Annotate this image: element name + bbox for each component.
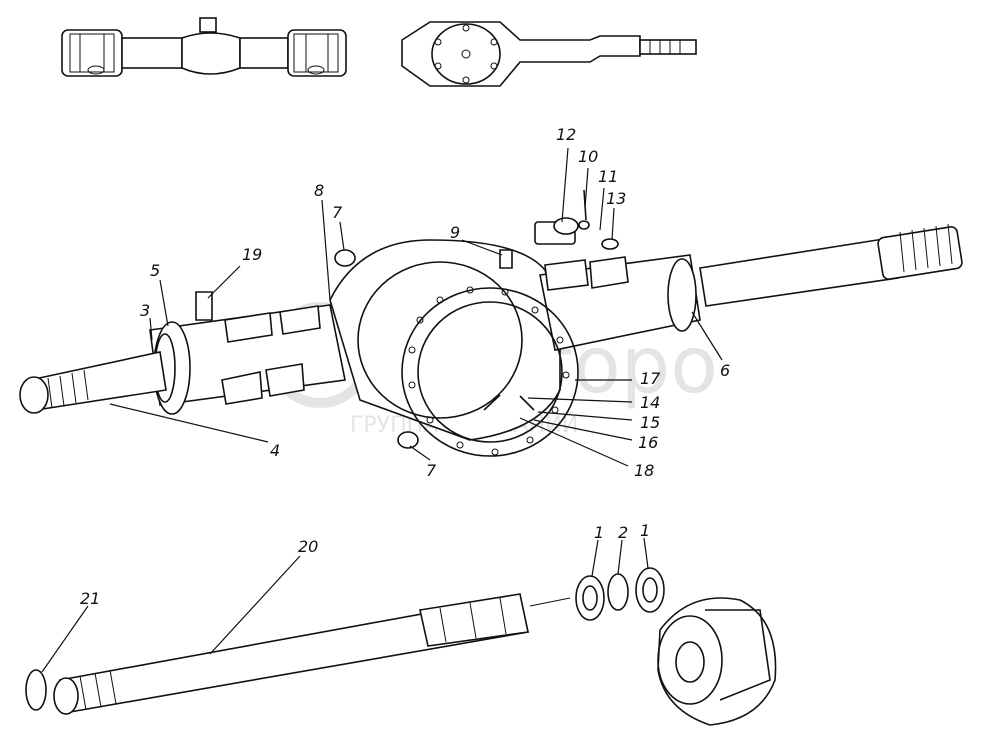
callout-11: 11 — [598, 167, 618, 186]
callout-21: 21 — [80, 589, 100, 608]
callout-2: 2 — [618, 523, 628, 542]
callout-7-top: 7 — [332, 203, 343, 222]
callout-12: 12 — [556, 125, 576, 144]
callout-5: 5 — [150, 261, 160, 280]
snap-ring — [25, 669, 47, 711]
axle-top-view-thumbnail — [401, 21, 697, 87]
axle-front-view-thumbnail — [61, 17, 347, 77]
callout-13: 13 — [606, 189, 626, 208]
callout-15: 15 — [640, 413, 660, 432]
callout-10: 10 — [578, 147, 598, 166]
callout-19: 19 — [242, 245, 262, 264]
half-shaft — [25, 593, 571, 715]
callout-1-right: 1 — [640, 521, 650, 540]
callout-6: 6 — [720, 361, 730, 380]
callout-16: 16 — [638, 433, 658, 452]
callout-17: 17 — [640, 369, 661, 388]
axle-housing — [19, 189, 963, 457]
differential-case — [657, 597, 777, 726]
cover-bolt-holes — [408, 286, 570, 456]
callout-14: 14 — [640, 393, 660, 412]
callout-3: 3 — [140, 301, 150, 320]
side-gears — [575, 567, 665, 621]
callout-8: 8 — [314, 181, 324, 200]
callout-4: 4 — [270, 441, 280, 460]
callout-20: 20 — [298, 537, 318, 556]
callout-9: 9 — [450, 223, 460, 242]
callout-7-bottom: 7 — [426, 461, 437, 480]
callout-labels: 12 10 11 13 8 7 9 19 5 3 4 6 17 14 15 16… — [80, 125, 730, 608]
callout-1-left: 1 — [594, 523, 604, 542]
leader-lines — [41, 147, 723, 673]
callout-18: 18 — [634, 461, 654, 480]
